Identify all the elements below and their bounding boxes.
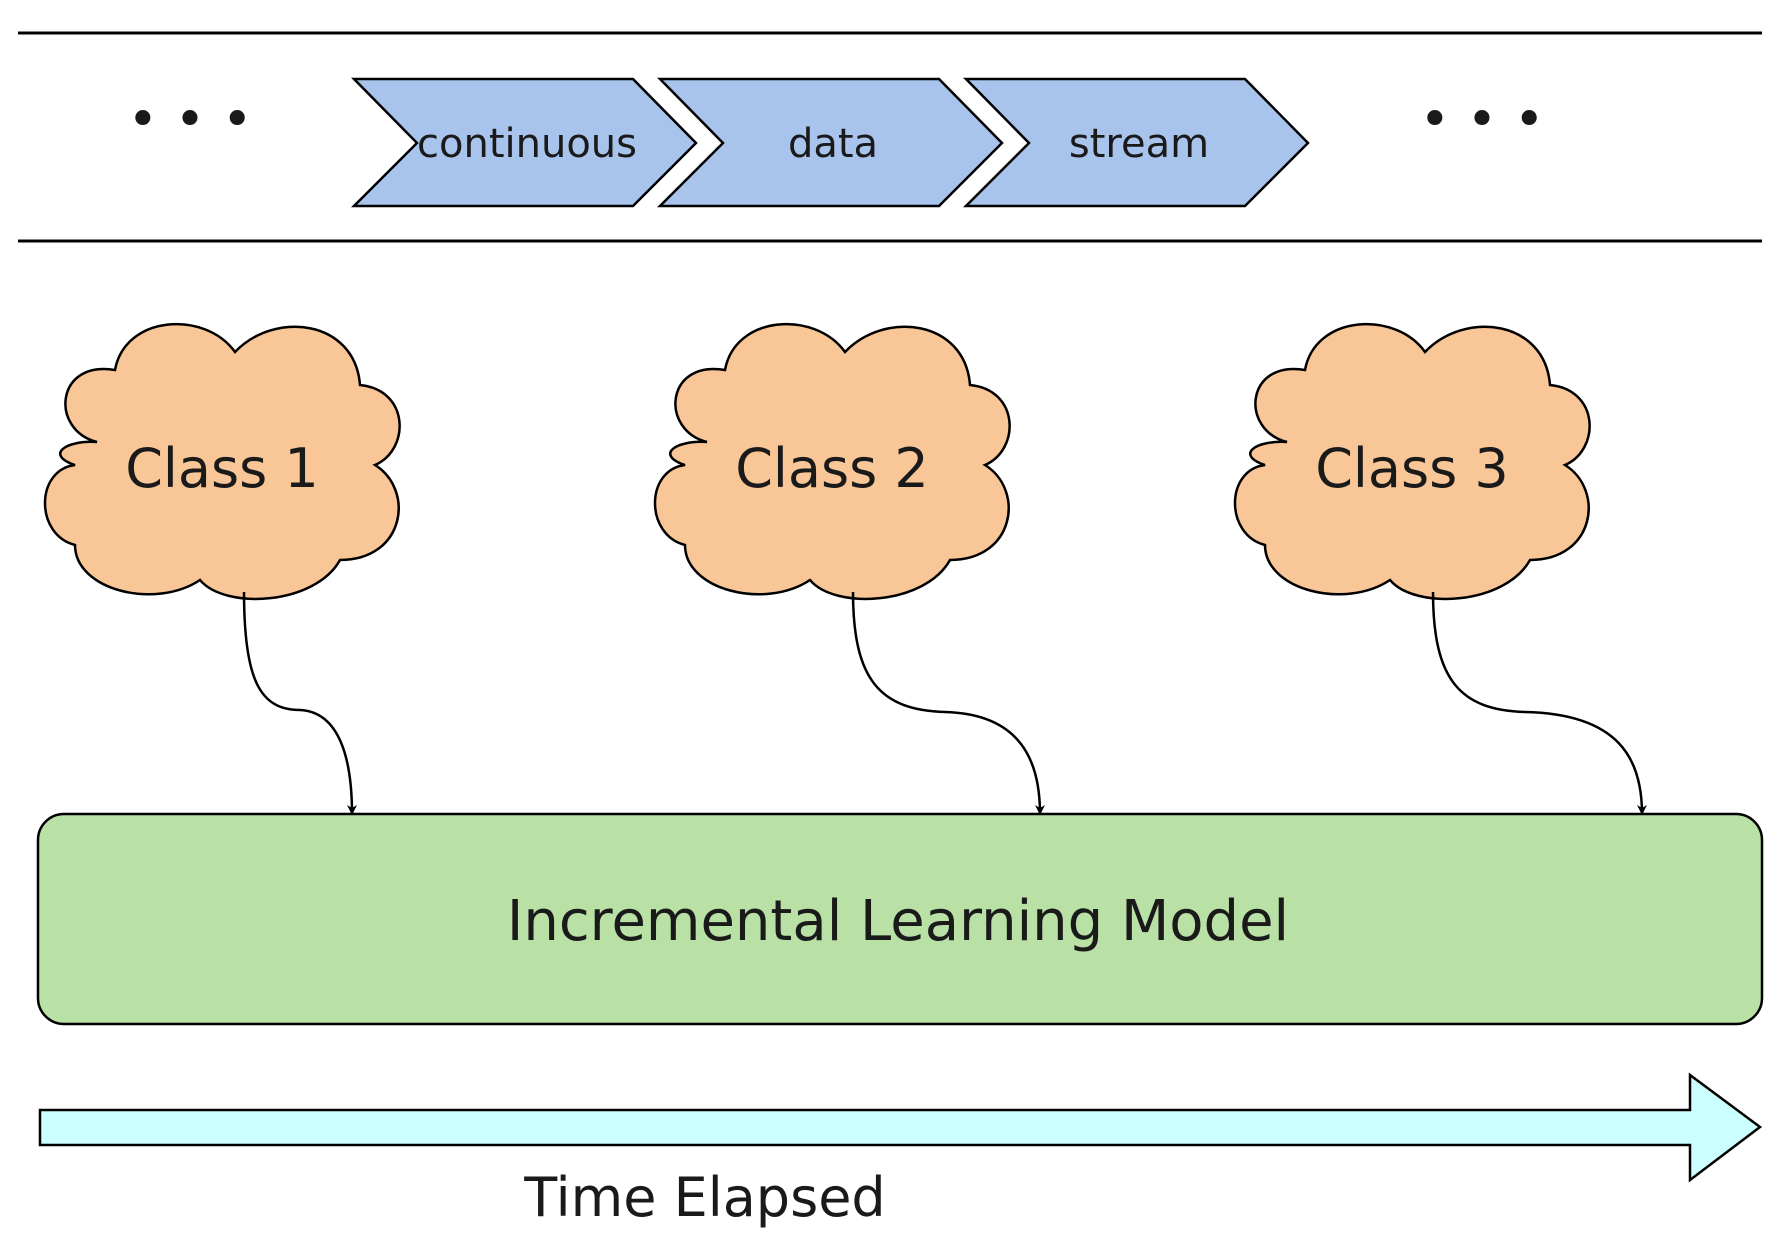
- chevron-label: stream: [1069, 121, 1209, 167]
- incremental-learning-model-box: Incremental Learning Model: [36, 812, 1764, 1026]
- cloud-class-2: Class 2: [653, 322, 1011, 601]
- chevron-continuous: continuous: [350, 77, 698, 208]
- chevron-data: data: [656, 77, 1004, 208]
- connector-arrow-class-2: [851, 591, 1045, 815]
- chevron-label: data: [788, 121, 878, 167]
- cloud-class-1: Class 1: [43, 322, 401, 601]
- cloud-label: Class 2: [735, 437, 929, 500]
- ellipsis-right: • • •: [1419, 90, 1544, 150]
- connector-arrow-class-1: [242, 591, 357, 815]
- model-label: Incremental Learning Model: [507, 889, 1289, 954]
- ellipsis-left: • • •: [127, 90, 252, 150]
- cloud-class-3: Class 3: [1233, 322, 1591, 601]
- time-elapsed-arrow: Time Elapsed: [38, 1072, 1763, 1229]
- time-elapsed-label: Time Elapsed: [523, 1166, 885, 1229]
- connector-arrow-class-3: [1431, 591, 1647, 815]
- chevron-stream: stream: [962, 77, 1310, 208]
- chevron-label: continuous: [417, 121, 637, 167]
- cloud-label: Class 1: [125, 437, 319, 500]
- cloud-label: Class 3: [1315, 437, 1509, 500]
